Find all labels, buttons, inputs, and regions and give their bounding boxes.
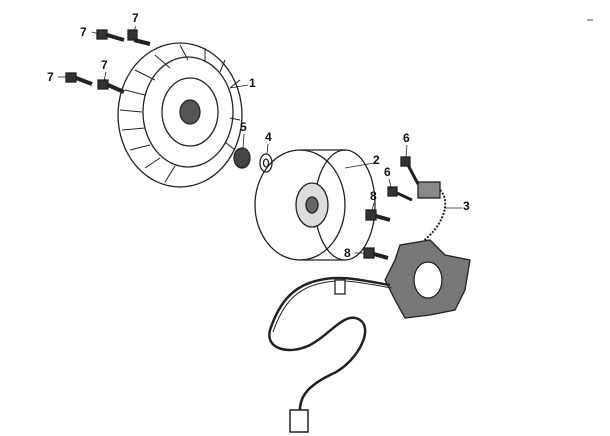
nut-5 bbox=[233, 147, 251, 169]
bolt-8-a bbox=[365, 209, 391, 222]
callout-6: 6 bbox=[384, 165, 391, 179]
bolt-7-a bbox=[96, 29, 125, 42]
cooling-fan bbox=[117, 42, 243, 188]
callout-3: 3 bbox=[463, 199, 470, 213]
callout-2: 2 bbox=[373, 153, 380, 167]
bolt-7-d bbox=[97, 79, 125, 94]
bolt-8-b bbox=[363, 247, 389, 260]
callout-1: 1 bbox=[249, 76, 256, 90]
callout-6: 6 bbox=[403, 131, 410, 145]
flywheel-rotor bbox=[254, 149, 376, 261]
callout-7: 7 bbox=[101, 58, 108, 72]
wire-harness bbox=[268, 276, 393, 433]
leader-lines bbox=[58, 19, 593, 254]
callout-4: 4 bbox=[265, 130, 272, 144]
bolt-7-b bbox=[127, 29, 151, 46]
callout-7: 7 bbox=[47, 70, 54, 84]
bolt-6-a bbox=[400, 156, 420, 185]
callout-5: 5 bbox=[240, 120, 247, 134]
callout-8: 8 bbox=[370, 189, 377, 203]
callout-8: 8 bbox=[344, 246, 351, 260]
stator bbox=[384, 239, 471, 319]
bolt-6-b bbox=[387, 186, 413, 202]
washer-4 bbox=[259, 153, 273, 173]
callout-7: 7 bbox=[80, 25, 87, 39]
callout-7: 7 bbox=[132, 11, 139, 25]
bolt-7-c bbox=[65, 72, 93, 86]
